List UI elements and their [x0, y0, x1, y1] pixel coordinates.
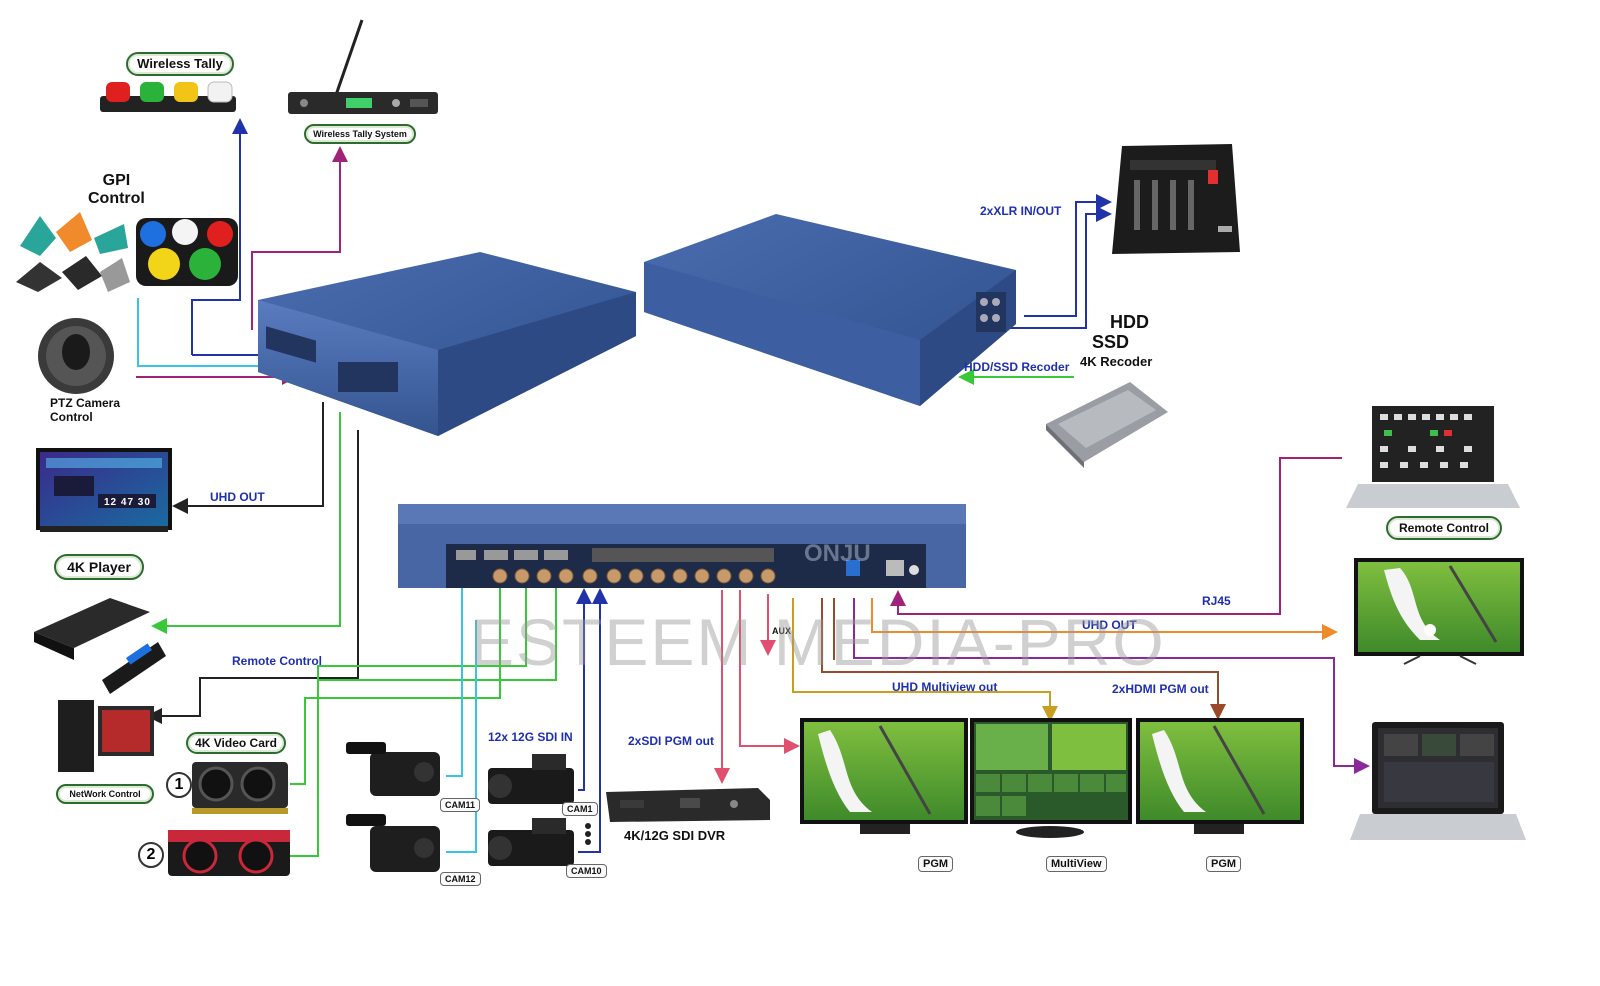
wire-storage	[151, 412, 341, 634]
golf-tv-right	[1354, 558, 1524, 665]
wire-rj45	[890, 457, 1342, 615]
wire-sdi-cam1	[576, 588, 592, 791]
sdi-in-label: 12x 12G SDI IN	[488, 730, 573, 744]
camera-cam11	[346, 742, 440, 796]
monitor-pgm-1	[800, 718, 968, 834]
wire-wireless-tally	[191, 118, 248, 355]
wire-uhd-out-right	[871, 598, 1338, 640]
pgm-1-label: PGM	[918, 856, 954, 872]
cam11-label: CAM11	[440, 798, 481, 812]
more-cameras-dots	[585, 823, 591, 845]
wire-cam11	[446, 562, 470, 777]
wireless-tally-lights	[100, 81, 236, 112]
cam12-label: CAM12	[440, 872, 481, 886]
network-control-label: NetWork Control	[56, 784, 154, 804]
aux-label: AUX	[772, 626, 792, 636]
main-unit-right	[644, 214, 1016, 406]
video-card-1-number: 1	[166, 772, 192, 798]
remote-control-left-label: Remote Control	[232, 654, 322, 668]
xlr-label: 2xXLR IN/OUT	[980, 204, 1062, 218]
hdmi-pgm-out-label: 2xHDMI PGM out	[1112, 682, 1209, 696]
wire-remote-left	[146, 430, 359, 724]
wireless-tally-system-unit	[288, 19, 438, 114]
video-card-2	[168, 830, 290, 876]
4k-player-label: 4K Player	[54, 554, 144, 580]
wire-uhd-out-left	[172, 402, 324, 514]
hdd-label: HDD	[1110, 312, 1149, 332]
4k-player-monitor	[36, 448, 172, 532]
monitor-multiview	[970, 718, 1132, 838]
ptz-camera-control-label: PTZ Camera Control	[50, 396, 121, 424]
wire-gpi	[137, 298, 282, 374]
wireless-tally-system-label: Wireless Tally System	[304, 124, 416, 144]
sdi-dvr-label: 4K/12G SDI DVR	[624, 828, 726, 843]
gpi-buttons	[136, 218, 238, 286]
panel-brand: ONJU	[804, 540, 871, 567]
pgm-2-label: PGM	[1206, 856, 1242, 872]
monitor-pgm-2	[1136, 718, 1304, 834]
wire-network-laptop	[853, 598, 1370, 774]
wire-hdmi-pgm	[821, 598, 1226, 720]
camera-cam12	[346, 814, 440, 872]
audio-mixer	[1112, 144, 1240, 254]
cam10-label: CAM10	[566, 864, 607, 878]
multiview-label: MultiView	[1046, 856, 1107, 872]
cam1-label: CAM1	[562, 802, 598, 816]
wire-video-card-2b	[317, 556, 534, 680]
ssd-drive	[1046, 382, 1168, 468]
uhd-multiview-out-label: UHD Multiview out	[892, 680, 998, 694]
4k-recoder-label: 4K Recoder	[1080, 354, 1153, 369]
camera-cam1	[488, 754, 574, 804]
camera-cam10	[488, 818, 574, 866]
wire-xlr-2	[1006, 206, 1112, 329]
software-laptop	[1350, 722, 1526, 840]
wire-tally-system	[251, 146, 348, 330]
uhd-out-left-label: UHD OUT	[210, 490, 265, 504]
rj45-label: RJ45	[1202, 594, 1231, 608]
watermark: ESTEEM MEDIA-PRO	[470, 605, 1166, 679]
sdi-pgm-out-label: 2xSDI PGM out	[628, 734, 715, 748]
4k-video-card-label: 4K Video Card	[186, 732, 286, 754]
wire-cam12	[446, 620, 477, 853]
wire-xlr-1	[1024, 194, 1112, 317]
video-card-2-number: 2	[138, 842, 164, 868]
wireless-tally-label: Wireless Tally	[126, 52, 234, 76]
ptz-joystick	[38, 318, 114, 394]
remote-control-right-label: Remote Control	[1386, 516, 1502, 540]
uhd-out-right-label: UHD OUT	[1082, 618, 1137, 632]
main-unit-left	[258, 252, 636, 436]
rear-panel	[398, 504, 966, 588]
hdd-ssd-recoder-label: HDD/SSD Recoder	[964, 360, 1070, 374]
player-clock: 12 47 30	[104, 497, 151, 508]
wire-uhd-multiview	[792, 598, 1058, 722]
wire-video-card-1	[290, 556, 508, 785]
network-control-pc	[58, 700, 154, 772]
wire-sdi-cam10	[578, 588, 608, 853]
ssd-label: SSD	[1092, 332, 1130, 352]
gpi-control-label: GPI Control	[88, 172, 145, 207]
external-hdd	[34, 598, 166, 694]
remote-control-laptop	[1346, 406, 1520, 508]
wire-sdi-pgm-monitor	[739, 590, 800, 754]
sdi-dvr-unit	[606, 788, 770, 822]
gpi-pedals	[16, 212, 130, 292]
video-card-1	[192, 762, 288, 814]
